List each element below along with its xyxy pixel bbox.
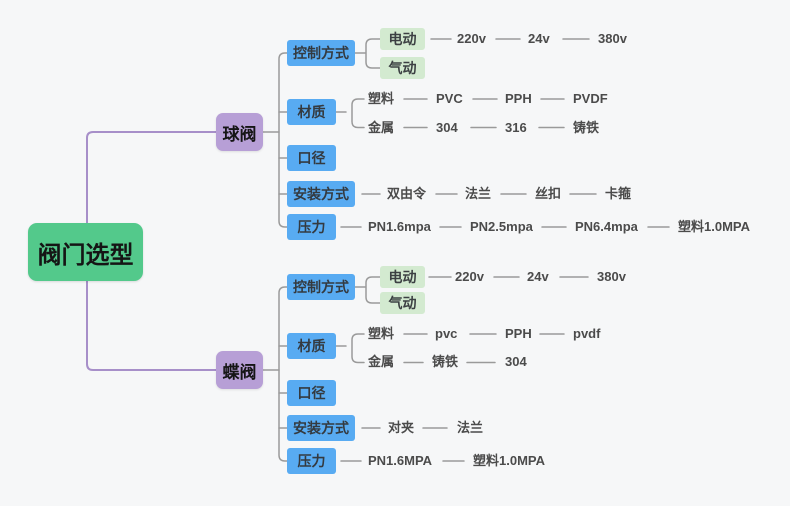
item-kagu[interactable]: 卡箍 [605,186,632,201]
topic-koujing-top[interactable]: 口径 [287,145,336,171]
topic-anzhuang-bottom[interactable]: 安装方式 [287,415,355,441]
item-pvc-bottom[interactable]: pvc [435,326,458,341]
item-24v-top[interactable]: 24v [528,31,550,46]
item-suliao-top[interactable]: 塑料 [368,91,395,106]
branch-node-diefa[interactable]: 蝶阀 [216,351,263,389]
item-falan-top[interactable]: 法兰 [465,186,492,201]
connector-fork-kongzhi-top [354,38,381,69]
item-suliao10-bottom[interactable]: 塑料1.0MPA [473,453,545,468]
item-pvc-top[interactable]: PVC [436,91,463,106]
item-falan-bottom[interactable]: 法兰 [457,420,484,435]
subtopic-qidong-bottom[interactable]: 气动 [380,292,425,314]
item-jinshu-top[interactable]: 金属 [368,120,395,135]
item-pvdf-top[interactable]: PVDF [573,91,608,106]
connector-root-to-diefa [86,280,217,371]
item-304-top[interactable]: 304 [436,120,458,135]
item-zhutie-top[interactable]: 铸铁 [573,120,600,135]
connector-fork-caizhi-top [335,98,365,129]
topic-kongzhifangshi-bottom[interactable]: 控制方式 [287,274,355,300]
topic-koujing-bottom[interactable]: 口径 [287,380,336,406]
item-suliao-bottom[interactable]: 塑料 [368,326,395,341]
topic-yali-bottom[interactable]: 压力 [287,448,336,474]
item-pn25[interactable]: PN2.5mpa [470,219,533,234]
item-pph-bottom[interactable]: PPH [505,326,532,341]
item-316-top[interactable]: 316 [505,120,527,135]
connector-qiufa-trunk [278,52,288,228]
topic-caizhi-top[interactable]: 材质 [287,99,336,125]
item-shuangyouling[interactable]: 双由令 [387,186,427,201]
topic-anzhuang-top[interactable]: 安装方式 [287,181,355,207]
subtopic-qidong-top[interactable]: 气动 [380,57,425,79]
item-sikou[interactable]: 丝扣 [535,186,562,201]
topic-caizhi-bottom[interactable]: 材质 [287,333,336,359]
item-24v-bottom[interactable]: 24v [527,269,549,284]
item-pn16-bottom[interactable]: PN1.6MPA [368,453,433,468]
topic-kongzhifangshi-top[interactable]: 控制方式 [287,40,355,66]
item-304-bottom[interactable]: 304 [505,354,527,369]
item-duijia[interactable]: 对夹 [388,420,415,435]
root-node[interactable]: 阀门选型 [28,223,143,281]
item-pn64[interactable]: PN6.4mpa [575,219,638,234]
item-380v-top[interactable]: 380v [598,31,627,46]
item-pph-top[interactable]: PPH [505,91,532,106]
connector-root-to-qiufa [86,131,217,224]
branch-node-qiufa[interactable]: 球阀 [216,113,263,151]
item-pn16-top[interactable]: PN1.6mpa [368,219,431,234]
topic-yali-top[interactable]: 压力 [287,214,336,240]
item-380v-bottom[interactable]: 380v [597,269,626,284]
connector-fork-caizhi-bottom [335,333,365,364]
item-jinshu-bottom[interactable]: 金属 [368,354,395,369]
connector-fork-kongzhi-bottom [354,276,381,304]
subtopic-diandong-bottom[interactable]: 电动 [380,266,425,288]
connector-diefa-trunk [278,286,288,462]
item-pvdf-bottom[interactable]: pvdf [573,326,601,341]
item-220v-top[interactable]: 220v [457,31,486,46]
item-suliao10-top[interactable]: 塑料1.0MPA [678,219,750,234]
item-220v-bottom[interactable]: 220v [455,269,484,284]
item-zhutie-bottom[interactable]: 铸铁 [432,354,459,369]
subtopic-diandong-top[interactable]: 电动 [380,28,425,50]
